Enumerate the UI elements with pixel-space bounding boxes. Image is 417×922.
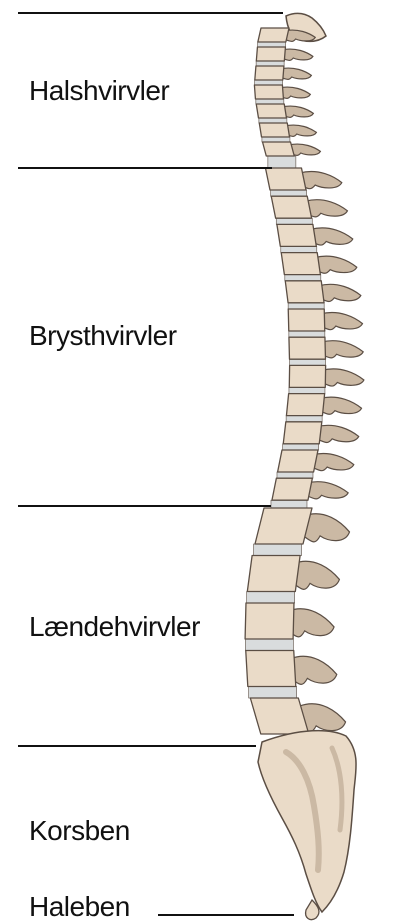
vertebra-process (320, 397, 362, 414)
vertebra-process (319, 284, 361, 301)
intervertebral-disc (289, 387, 325, 393)
vertebra-body (271, 196, 311, 218)
intervertebral-disc (271, 500, 307, 508)
vertebra-body (259, 123, 289, 137)
vertebra-body (247, 556, 300, 592)
intervertebral-disc (281, 246, 317, 252)
vertebra-body (255, 66, 284, 80)
intervertebral-disc (289, 331, 325, 337)
intervertebral-disc (268, 156, 296, 168)
vertebra-process (293, 561, 339, 589)
intervertebral-disc (277, 472, 313, 478)
vertebra-process (311, 228, 353, 245)
vertebra-process (305, 200, 347, 217)
vertebra-body (245, 603, 294, 639)
vertebra-body (258, 28, 289, 42)
intervertebral-disc (285, 275, 321, 281)
vertebra-body (255, 508, 312, 544)
vertebra-body (272, 478, 312, 500)
label-cervical: Halshvirvler (29, 75, 169, 107)
vertebra-body (288, 309, 325, 331)
intervertebral-disc (245, 639, 293, 651)
intervertebral-disc (255, 80, 283, 85)
vertebra-process (304, 514, 350, 542)
vertebra-body (289, 365, 325, 387)
vertebra-body (289, 337, 326, 359)
vertebra-body (283, 422, 322, 444)
intervertebral-disc (249, 687, 297, 699)
intervertebral-disc (262, 137, 290, 142)
intervertebral-disc (247, 592, 295, 604)
vertebra-process (321, 313, 363, 330)
vertebra-process (321, 341, 363, 358)
intervertebral-disc (256, 99, 284, 104)
intervertebral-disc (276, 218, 312, 224)
intervertebral-disc (256, 61, 284, 66)
vertebra-process (288, 609, 334, 637)
intervertebral-disc (286, 416, 322, 422)
vertebra-body (263, 142, 295, 156)
divider-top (18, 12, 283, 14)
vertebra-process (312, 454, 354, 471)
intervertebral-disc (271, 190, 307, 196)
vertebra-body (278, 450, 318, 472)
intervertebral-disc (290, 359, 326, 365)
vertebra-process (306, 482, 348, 499)
label-lumbar: Lændehvirvler (29, 611, 200, 643)
vertebra-body (286, 394, 324, 416)
divider-lumbar-sacrum (18, 745, 256, 747)
vertebra-body (256, 104, 286, 118)
vertebra-body (250, 698, 308, 734)
intervertebral-disc (254, 544, 302, 556)
vertebra-body (281, 253, 320, 275)
intervertebral-disc (288, 303, 324, 309)
label-thoracic: Brysthvirvler (29, 320, 177, 352)
vertebra-body (277, 224, 316, 246)
label-sacrum: Korsben (29, 815, 130, 847)
vertebra-body (265, 168, 306, 190)
label-coccyx: Haleben (29, 891, 130, 922)
divider-coccyx-pointer (158, 914, 294, 916)
intervertebral-disc (258, 42, 286, 47)
vertebra-body (246, 651, 296, 687)
intervertebral-disc (283, 444, 319, 450)
vertebra-process (322, 369, 364, 386)
vertebra-body (285, 281, 324, 303)
vertebra-body (256, 47, 285, 61)
vertebra-process (315, 256, 357, 273)
divider-thoracic-lumbar (18, 505, 271, 507)
intervertebral-disc (259, 118, 287, 123)
vertebra-body (254, 85, 283, 99)
vertebra-process (291, 656, 337, 684)
vertebra-process (300, 172, 342, 189)
vertebra-process (317, 425, 359, 442)
divider-cervical-thoracic (18, 167, 272, 169)
